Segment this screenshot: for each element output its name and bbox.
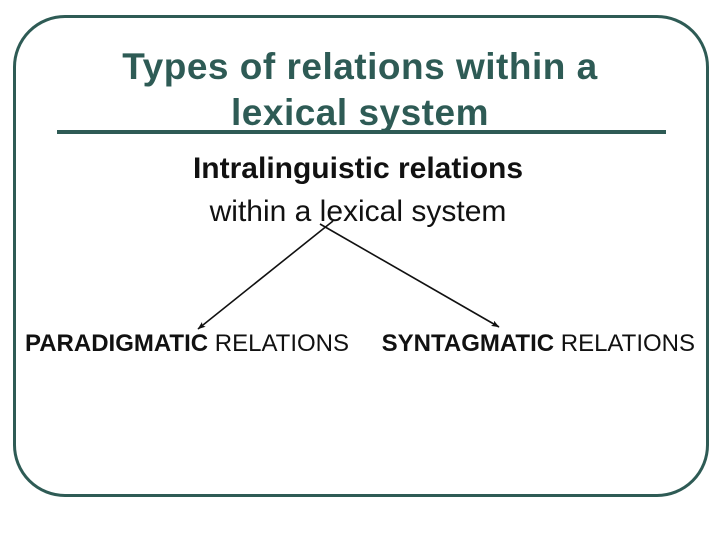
branch-label-syntagmatic-rest: RELATIONS bbox=[554, 330, 695, 357]
subtitle-root-line1: Intralinguistic relations bbox=[192, 152, 524, 185]
page-title: Types of relations within a lexical syst… bbox=[122, 46, 598, 133]
subtitle-root-line2: within a lexical system bbox=[209, 195, 507, 228]
branch-label-paradigmatic: PARADIGMATIC RELATIONS bbox=[25, 329, 349, 359]
slide-border-frame bbox=[13, 15, 709, 497]
branch-label-syntagmatic-emphasis: SYNTAGMATIC bbox=[381, 330, 555, 357]
title-underline bbox=[57, 130, 666, 134]
branch-labels-row: PARADIGMATIC RELATIONS SYNTAGMATIC RELAT… bbox=[25, 329, 695, 359]
branch-label-paradigmatic-emphasis: PARADIGMATIC bbox=[25, 330, 209, 357]
branch-label-paradigmatic-rest: RELATIONS bbox=[208, 330, 350, 357]
branch-label-syntagmatic: SYNTAGMATIC RELATIONS bbox=[382, 329, 695, 359]
